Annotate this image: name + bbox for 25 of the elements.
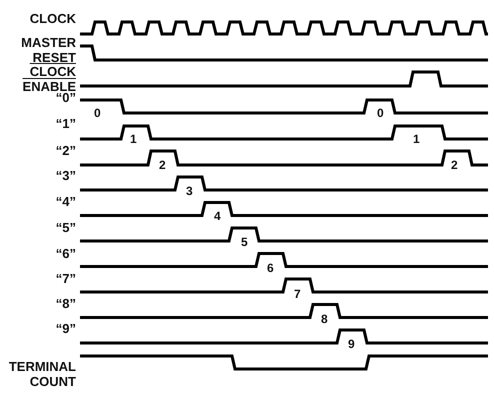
count-value: 1 bbox=[413, 133, 420, 146]
count-value: 9 bbox=[348, 338, 355, 351]
count-value: 6 bbox=[267, 262, 274, 275]
signal-name: CLOCK bbox=[30, 11, 76, 26]
signal-name: “6” bbox=[56, 246, 76, 261]
count-value: 0 bbox=[94, 107, 101, 120]
signal-name: “4” bbox=[56, 194, 76, 209]
count-value: 2 bbox=[451, 159, 458, 172]
signal-name: “1” bbox=[56, 116, 76, 131]
signal-name: “8” bbox=[56, 296, 76, 311]
signal-name: “7” bbox=[56, 271, 76, 286]
signal-name: “3” bbox=[56, 168, 76, 183]
signal-name: “9” bbox=[56, 321, 76, 336]
count-value: 5 bbox=[241, 236, 248, 249]
count-value: 3 bbox=[186, 185, 193, 198]
count-value: 2 bbox=[159, 159, 166, 172]
count-value: 8 bbox=[321, 313, 328, 326]
count-value: 7 bbox=[294, 288, 301, 301]
signal-name: MASTER RESET bbox=[20, 35, 76, 65]
signal-name: “2” bbox=[56, 143, 76, 158]
count-value: 0 bbox=[377, 107, 384, 120]
count-value: 1 bbox=[130, 133, 137, 146]
signal-name: TERMINAL COUNT bbox=[8, 359, 76, 389]
count-value: 4 bbox=[214, 210, 221, 223]
signal-name: “5” bbox=[56, 220, 76, 235]
